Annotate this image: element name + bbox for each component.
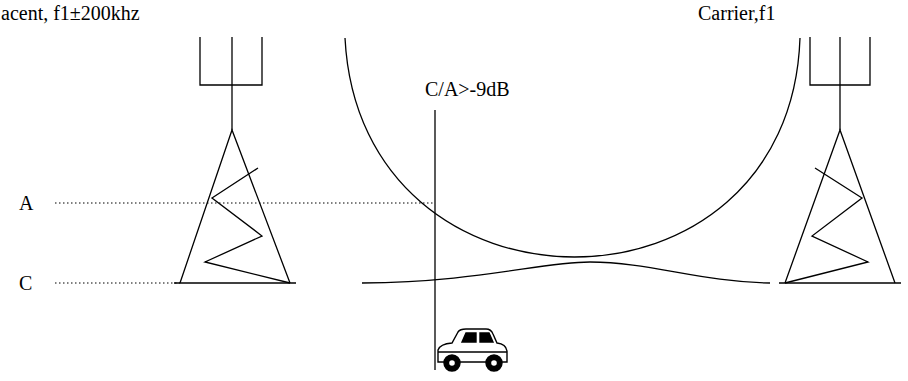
- carrier-level-curve: [362, 262, 770, 283]
- adjacent-tower: [174, 37, 296, 283]
- carrier-tower: [779, 37, 901, 283]
- level-label: A: [18, 192, 34, 214]
- car-icon: [438, 329, 507, 371]
- frequency-label: Carrier,f1: [697, 2, 777, 24]
- level-label: C: [18, 272, 33, 294]
- measure-line: [434, 110, 435, 370]
- ratio-label: C/A>-9dB: [424, 78, 511, 100]
- a-level-line: [55, 203, 433, 204]
- frequency-label: acent, f1±200khz: [0, 2, 141, 24]
- c-level-line: [55, 283, 180, 284]
- adjacent-level-curve: [345, 38, 800, 257]
